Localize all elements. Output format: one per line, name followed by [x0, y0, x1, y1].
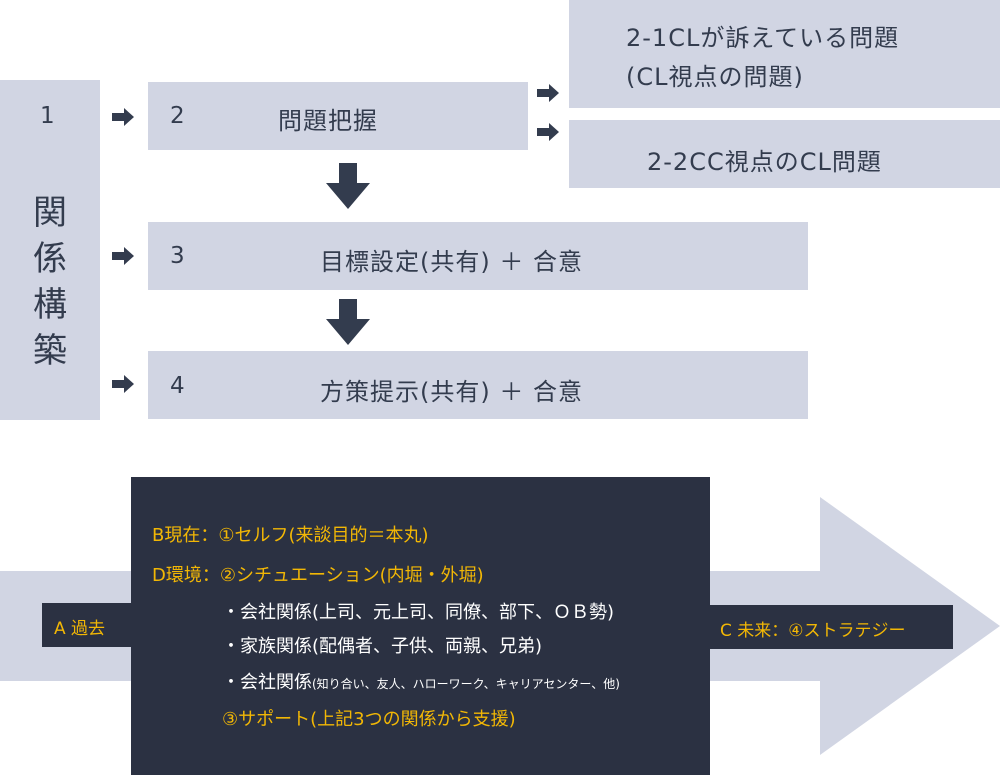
arrow-right-icon [112, 108, 134, 126]
present-environment-panel [131, 477, 710, 775]
step-3-box [148, 222, 808, 290]
future-label: C 未来：④ストラテジー [720, 621, 906, 641]
step-2-2-label: 2-2CC視点のCL問題 [647, 148, 882, 176]
arrow-right-icon [537, 84, 559, 102]
step-2-1-line1: 2-1CLが訴えている問題 [626, 24, 900, 52]
relationship-building-box [0, 80, 100, 420]
step-3-number: 3 [170, 243, 185, 269]
step-2-2-box [569, 120, 1000, 188]
step-1-number: 1 [40, 103, 55, 129]
bullet-family-relations: ・家族関係(配偶者、子供、両親、兄弟) [222, 636, 543, 657]
bullet-other-relations: ・会社関係(知り合い、友人、ハローワーク、キャリアセンター、他) [222, 668, 620, 694]
arrow-right-icon [112, 247, 134, 265]
bullet-company-relations: ・会社関係(上司、元上司、同僚、部下、ＯＢ勢) [222, 602, 615, 623]
step-2-box [148, 82, 528, 150]
step-2-1-box [569, 0, 1000, 108]
step-2-label: 問題把握 [278, 107, 378, 135]
step-3-label: 目標設定(共有) ＋ 合意 [320, 248, 583, 276]
relationship-building-title: 関 係 構 築 [0, 190, 100, 374]
arrow-right-icon [537, 123, 559, 141]
title-char: 係 [33, 239, 67, 279]
support-line: ③サポート(上記3つの関係から支援) [222, 709, 516, 730]
step-2-1-line2: (CL視点の問題) [626, 63, 804, 91]
present-self-line: B現在：①セルフ(来談目的＝本丸) [152, 525, 429, 546]
step-2-number: 2 [170, 103, 185, 129]
arrow-down-icon [326, 163, 370, 209]
title-char: 関 [33, 193, 67, 233]
title-char: 築 [33, 331, 67, 371]
future-label-box [710, 605, 953, 649]
environment-situation-line: D環境：②シチュエーション(内堀・外堀) [152, 565, 484, 586]
step-4-label: 方策提示(共有) ＋ 合意 [320, 378, 583, 406]
bullet-other-small: (知り合い、友人、ハローワーク、キャリアセンター、他) [312, 677, 620, 691]
past-label: A 過去 [54, 619, 106, 639]
arrow-right-icon [112, 375, 134, 393]
title-char: 構 [33, 285, 67, 325]
past-label-box [42, 603, 138, 647]
bullet-other-main: ・会社関係 [222, 672, 312, 693]
step-4-box [148, 351, 808, 419]
arrow-down-icon [326, 299, 370, 345]
step-4-number: 4 [170, 373, 185, 399]
